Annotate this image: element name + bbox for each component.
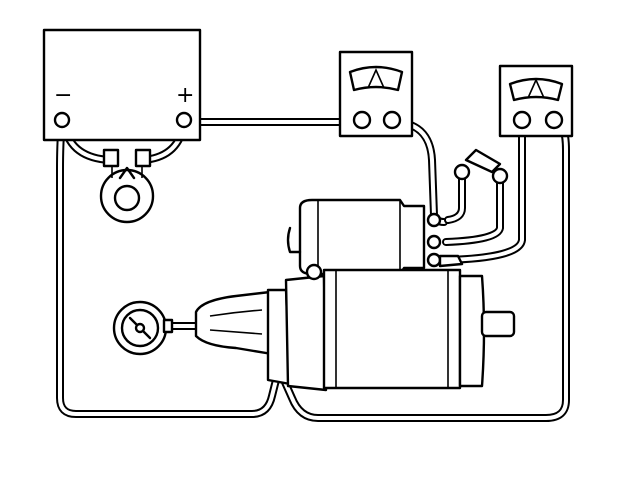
starter-mount-bolt <box>305 263 323 281</box>
voltmeter-terminal-left <box>512 110 532 130</box>
battery-negative-terminal <box>53 111 71 129</box>
switch-pointer <box>118 166 136 180</box>
meter-dial-icon <box>348 65 404 92</box>
starter-frame <box>322 268 462 390</box>
battery-positive-terminal <box>175 111 193 129</box>
solenoid-plunger <box>286 226 302 254</box>
remote-switch <box>453 148 509 185</box>
solenoid <box>286 198 464 276</box>
switch-terminal-right <box>134 148 152 168</box>
starter-drive-end <box>284 274 328 392</box>
battery: − + <box>42 28 202 142</box>
solenoid-strap <box>438 254 464 268</box>
solenoid-terminal-b <box>426 234 442 250</box>
ammeter-terminal-right <box>382 110 402 130</box>
gauge-fitting <box>162 318 174 334</box>
remote-switch-terminal-right <box>491 167 509 185</box>
wire-switch-to-solenoid <box>442 171 504 246</box>
remote-switch-lever <box>464 148 502 174</box>
wire-voltmeter-left-to-motor <box>442 118 526 264</box>
voltmeter <box>498 64 574 138</box>
starter-end-cap <box>458 274 486 388</box>
ammeter <box>338 50 414 138</box>
solenoid-body <box>298 198 426 276</box>
starter-shaft-end <box>480 310 516 338</box>
battery-negative-label: − <box>54 83 72 108</box>
meter-dial-icon <box>508 77 564 102</box>
solenoid-terminal-s <box>426 212 442 228</box>
switch-terminal-left <box>102 148 120 168</box>
ammeter-terminal-left <box>352 110 372 130</box>
battery-positive-label: + <box>176 83 194 108</box>
solenoid-terminal-m <box>426 252 442 268</box>
starter-motor <box>194 263 516 392</box>
ammeter-case <box>338 50 414 138</box>
starter-nose <box>194 290 274 356</box>
key-icon <box>113 184 141 212</box>
remote-switch-terminal-left <box>453 163 471 181</box>
tachometer <box>112 300 174 356</box>
wire-battery-neg-to-ground <box>56 118 280 418</box>
voltmeter-terminal-right <box>544 110 564 130</box>
ignition-switch <box>99 148 155 224</box>
